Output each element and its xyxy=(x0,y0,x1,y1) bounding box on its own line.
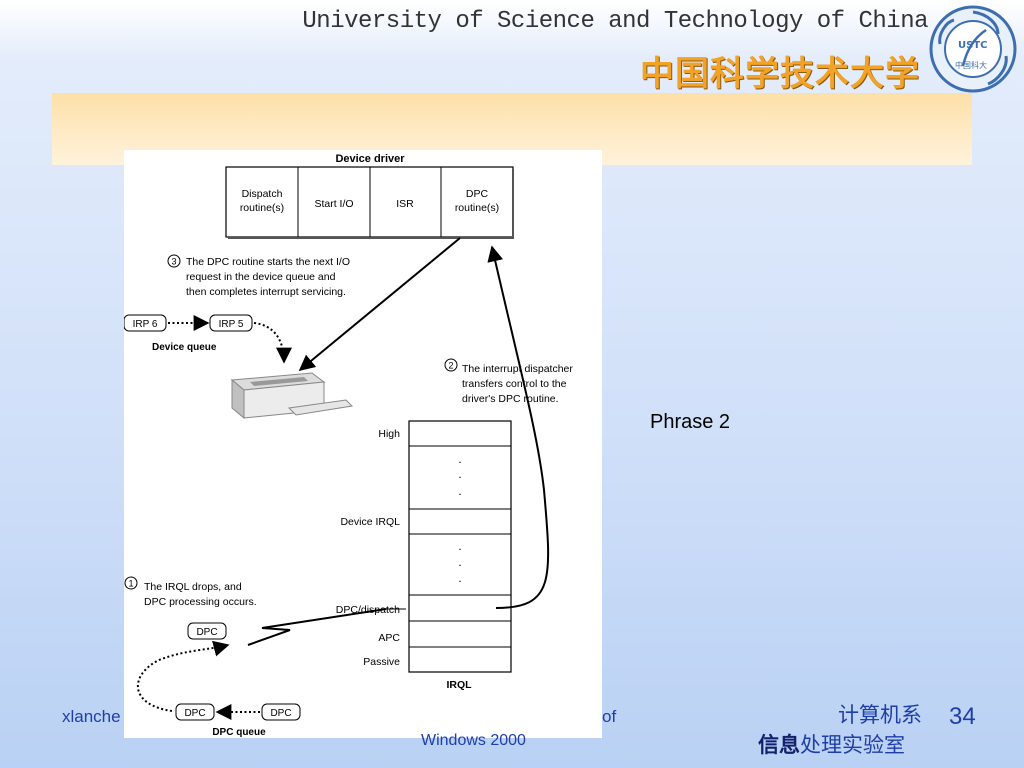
irql-dot-4: . xyxy=(458,539,461,553)
university-title-cn: 中国科学技术大学 xyxy=(640,54,920,94)
footer-of-text: of xyxy=(602,707,617,726)
dpc-queue-item-2 xyxy=(261,703,301,721)
cell-dispatch-routines-line2: routine(s) xyxy=(240,202,284,214)
irql-dot-6: . xyxy=(458,571,461,585)
device-driver-box xyxy=(225,166,514,239)
step1-text-line1: The IRQL drops, and xyxy=(144,581,242,593)
step2-number: 2 xyxy=(448,361,453,371)
page-number: 34 xyxy=(949,703,976,730)
irql-dot-1: . xyxy=(458,452,461,466)
step3-number: 3 xyxy=(171,257,176,267)
step1-number-circle xyxy=(124,576,138,590)
dpc-box xyxy=(187,622,227,640)
irp6-label: IRP 6 xyxy=(133,319,158,330)
department-line2-rest: 处理实验室 xyxy=(800,734,905,757)
step2-text-line2: transfers control to the xyxy=(462,378,567,390)
step3-text-line1: The DPC routine starts the next I/O xyxy=(186,256,350,268)
step3-text-line3: then completes interrupt servicing. xyxy=(186,286,346,298)
irql-level-passive: Passive xyxy=(363,656,400,668)
department-line1: 计算机系 xyxy=(838,704,922,727)
step1-number: 1 xyxy=(128,579,133,589)
step3-text-line2: request in the device queue and xyxy=(186,271,336,283)
step3-number-circle xyxy=(167,254,181,268)
cell-dispatch-routines-line1: Dispatch xyxy=(242,188,283,200)
printer-device-icon xyxy=(230,372,354,420)
irp5-label: IRP 5 xyxy=(219,319,244,330)
irql-level-high: High xyxy=(378,428,400,440)
lightning-bolt-icon xyxy=(247,608,387,646)
irql-level-dpc-dispatch: DPC/dispatch xyxy=(336,604,400,616)
irp5-box xyxy=(209,314,253,332)
dpc-queue-item-1 xyxy=(175,703,215,721)
logo-text-bottom: 中国科大 xyxy=(955,60,987,70)
irql-dot-5: . xyxy=(458,555,461,569)
cell-isr: ISR xyxy=(396,198,414,210)
device-queue-label: Device queue xyxy=(152,342,217,353)
cell-dpc-routines-line2: routine(s) xyxy=(455,202,499,214)
irql-title: IRQL xyxy=(446,679,472,691)
ustc-seal-icon: USTC 中国科大 xyxy=(928,4,1018,94)
cell-start-io: Start I/O xyxy=(314,198,353,210)
dpc-queue-item-2-label: DPC xyxy=(270,708,291,719)
dpc-queue-item-1-label: DPC xyxy=(184,708,205,719)
footer-subtitle: Windows 2000 xyxy=(421,732,526,749)
step2-text-line3: driver's DPC routine. xyxy=(462,393,559,405)
step1-text-line2: DPC processing occurs. xyxy=(144,596,257,608)
logo-text-top: USTC xyxy=(958,40,987,51)
cell-dpc-routines-line1: DPC xyxy=(466,188,489,200)
device-driver-title: Device driver xyxy=(335,153,405,165)
department-line2-bold: 信息 xyxy=(758,734,800,757)
irql-dot-3: . xyxy=(458,484,461,498)
irql-level-apc: APC xyxy=(378,632,400,644)
dpc-box-label: DPC xyxy=(196,627,217,638)
dpc-diagram-figure: Device driver Dispatch routine(s) Start … xyxy=(124,150,602,738)
university-title-en: University of Science and Technology of … xyxy=(302,8,928,35)
irql-dot-2: . xyxy=(458,467,461,481)
irql-level-device: Device IRQL xyxy=(340,516,400,528)
step2-number-circle xyxy=(444,358,458,372)
dpc-queue-label: DPC queue xyxy=(212,727,266,738)
phrase-label: Phrase 2 xyxy=(650,411,731,433)
irp6-box xyxy=(124,314,167,332)
irql-stack xyxy=(408,420,512,673)
footer-author: xlanche xyxy=(62,707,121,726)
department-line2: 信息处理实验室 xyxy=(758,729,905,759)
step2-text-line1: The interrupt dispatcher xyxy=(462,363,573,375)
